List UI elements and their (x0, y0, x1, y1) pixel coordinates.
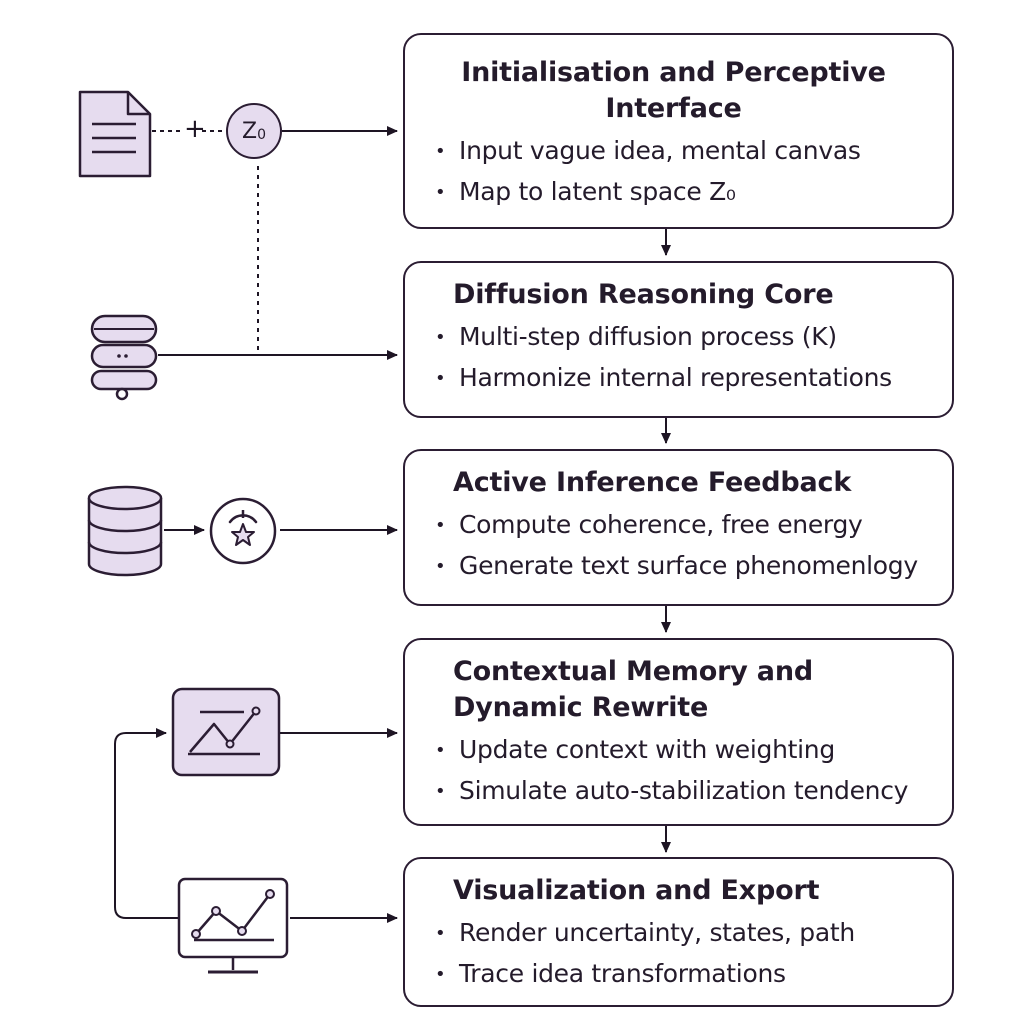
bullet-text: Render uncertainty, states, path (459, 918, 855, 947)
list-item: • Harmonize internal representations (435, 358, 932, 399)
bullet-text: Multi-step diffusion process (K) (459, 322, 837, 351)
stage-title: Active Inference Feedback (453, 467, 852, 498)
bullet-text: Trace idea transformations (459, 959, 786, 988)
list-item: • Input vague idea, mental canvas (435, 131, 932, 172)
list-item: • Compute coherence, free energy (435, 505, 932, 546)
bullet-text: Input vague idea, mental canvas (459, 136, 861, 165)
list-item: • Update context with weighting (435, 730, 932, 771)
stage-title: Visualization and Export (453, 875, 820, 906)
bullet-dot: • (435, 182, 446, 203)
list-item: • Simulate auto-stabilization tendency (435, 771, 932, 812)
stage-contextual-memory-box: Contextual Memory and Dynamic Rewrite • U… (403, 638, 954, 826)
bullet-dot: • (435, 740, 446, 761)
list-item: • Map to latent space Z₀ (435, 172, 932, 213)
star-gauge-icon (209, 497, 277, 565)
list-item: • Render uncertainty, states, path (435, 913, 932, 954)
plus-sign: + (184, 114, 206, 144)
bullet-text: Update context with weighting (459, 735, 835, 764)
line-chart-icon (171, 687, 281, 777)
stage-visualization-box: Visualization and Export • Render uncerta… (403, 857, 954, 1007)
bullet-dot: • (435, 368, 446, 389)
monitor-chart-icon (177, 877, 289, 974)
stage-active-inference-box: Active Inference Feedback • Compute coher… (403, 449, 954, 606)
stage-diffusion-box: Diffusion Reasoning Core • Multi-step dif… (403, 261, 954, 418)
list-item: • Trace idea transformations (435, 954, 932, 995)
bullet-dot: • (435, 556, 446, 577)
bullet-text: Harmonize internal representations (459, 363, 892, 392)
bullet-text: Map to latent space Z₀ (459, 177, 736, 206)
stage-title: Diffusion Reasoning Core (453, 279, 834, 310)
bullet-dot: • (435, 141, 446, 162)
latent-node-label: Z (242, 118, 258, 144)
bullet-text: Generate text surface phenomenlogy (459, 551, 918, 580)
list-item: • Multi-step diffusion process (K) (435, 317, 932, 358)
list-item: • Generate text surface phenomenlogy (435, 546, 932, 587)
latent-node-subscript: 0 (257, 127, 266, 143)
bullet-dot: • (435, 515, 446, 536)
feedback-loop-arrow (114, 728, 178, 919)
stage-bullet-list: • Render uncertainty, states, path • Trace… (435, 913, 932, 995)
database-icon (87, 485, 163, 577)
server-stack-icon (90, 314, 158, 401)
stage-bullet-list: • Compute coherence, free energy • Generat… (435, 505, 932, 587)
stage-bullet-list: • Multi-step diffusion process (K) • Harmo… (435, 317, 932, 399)
bullet-dot: • (435, 964, 446, 985)
stage-initialisation-box: Initialisation and Perceptive Interface … (403, 33, 954, 229)
stage-bullet-list: • Update context with weighting • Simulate… (435, 730, 932, 812)
stage-title: Contextual Memory and Dynamic Rewrite (453, 656, 813, 723)
stage-title: Initialisation and Perceptive Interface (461, 57, 886, 124)
bullet-dot: • (435, 923, 446, 944)
bullet-dot: • (435, 327, 446, 348)
bullet-dot: • (435, 781, 446, 802)
stage-bullet-list: • Input vague idea, mental canvas • Map to… (435, 131, 932, 213)
bullet-text: Simulate auto-stabilization tendency (459, 776, 909, 805)
bullet-text: Compute coherence, free energy (459, 510, 863, 539)
document-icon (78, 90, 152, 178)
